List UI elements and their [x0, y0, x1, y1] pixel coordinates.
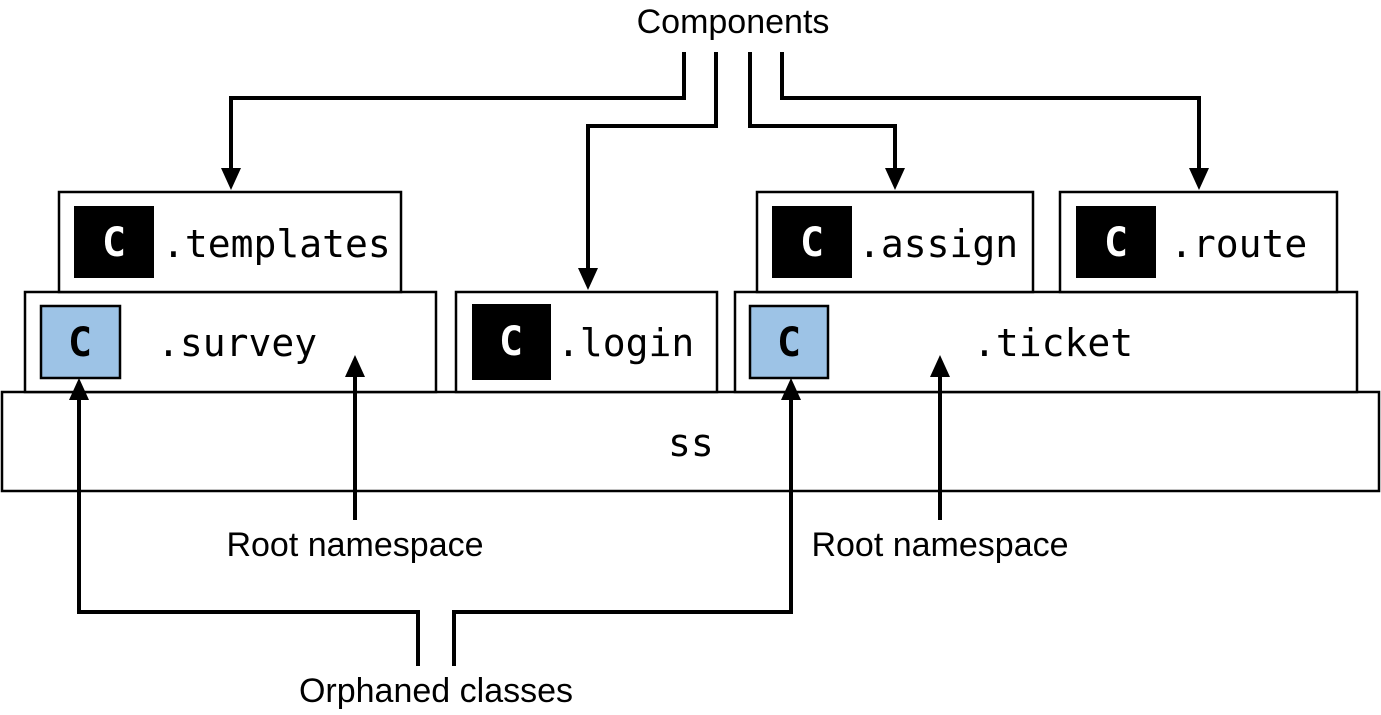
- arrow-orphan-survey: [69, 378, 89, 400]
- orphan-badge-ticket: [748, 304, 830, 380]
- orphaned-classes-label: Orphaned classes: [299, 672, 573, 710]
- component-badge-route-letter: C: [1104, 220, 1128, 266]
- survey-label: .survey: [157, 321, 317, 365]
- connector-orphan-ticket: [452, 397, 793, 666]
- arrow-orphan-ticket: [781, 378, 801, 400]
- assign-label: .assign: [858, 222, 1018, 266]
- login-label: .login: [557, 321, 694, 365]
- connector-to-route: [780, 52, 1201, 172]
- route-label: .route: [1170, 222, 1307, 266]
- components-label: Components: [637, 3, 830, 41]
- root-namespace-left-label: Root namespace: [226, 526, 483, 564]
- ticket-label: .ticket: [973, 321, 1133, 365]
- root-namespace-box: [0, 390, 1381, 493]
- arrow-root-namespace-right: [930, 355, 950, 377]
- component-badge-login: [472, 304, 551, 380]
- orphan-badge-survey-letter: C: [68, 320, 92, 366]
- connector-to-templates: [229, 52, 686, 172]
- connector-orphan-survey: [77, 397, 420, 666]
- root-namespace-right-label: Root namespace: [811, 526, 1068, 564]
- connector-to-login: [586, 52, 718, 272]
- orphan-badge-survey: [39, 304, 122, 380]
- arrow-to-templates: [221, 168, 241, 190]
- orphan-badge-ticket-letter: C: [777, 320, 801, 366]
- templates-label: .templates: [162, 222, 391, 266]
- arrow-to-assign: [885, 168, 905, 190]
- ticket-box: [733, 290, 1359, 394]
- component-badge-route: [1076, 206, 1156, 278]
- component-badge-assign: [772, 206, 852, 278]
- arrow-to-route: [1189, 168, 1209, 190]
- component-badge-login-letter: C: [499, 319, 523, 365]
- arrow-to-login: [578, 268, 598, 290]
- arrow-root-namespace-left: [345, 355, 365, 377]
- component-badge-templates-letter: C: [102, 220, 126, 266]
- root-namespace-label: ss: [668, 421, 714, 465]
- connector-to-assign: [748, 52, 897, 172]
- component-badge-assign-letter: C: [800, 220, 824, 266]
- component-badge-templates: [74, 206, 154, 278]
